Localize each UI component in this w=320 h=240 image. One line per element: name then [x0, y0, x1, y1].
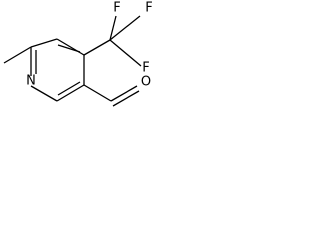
bond-n1-c2: [30, 85, 58, 102]
bond-c4-c5: [56, 38, 85, 56]
bond-cf3-f-top-left: [109, 15, 117, 41]
bond-cf3-f-right: [109, 39, 142, 67]
bond-cho-o-double: [112, 90, 140, 107]
bond-c2-c3: [56, 84, 85, 102]
fluorine-top-right-atom-label: F: [145, 1, 152, 16]
bond-c4-c5-inner: [57, 44, 81, 53]
bond-c3-cho: [83, 84, 112, 102]
nitrogen-atom-label: N: [26, 74, 36, 89]
bond-c2-c3-inner: [57, 81, 81, 96]
bond-c5-c6: [30, 38, 58, 48]
bond-cf3-f-top-right: [109, 15, 141, 41]
structure-diagram: N O F F F: [3, 1, 153, 107]
oxygen-atom-label: O: [141, 75, 151, 90]
bond-c4-cf3: [83, 39, 111, 56]
fluorine-top-left-atom-label: F: [113, 1, 120, 16]
fluorine-right-atom-label: F: [142, 61, 149, 76]
bond-cho-o: [110, 85, 138, 102]
bond-methyl-c6: [3, 46, 32, 64]
